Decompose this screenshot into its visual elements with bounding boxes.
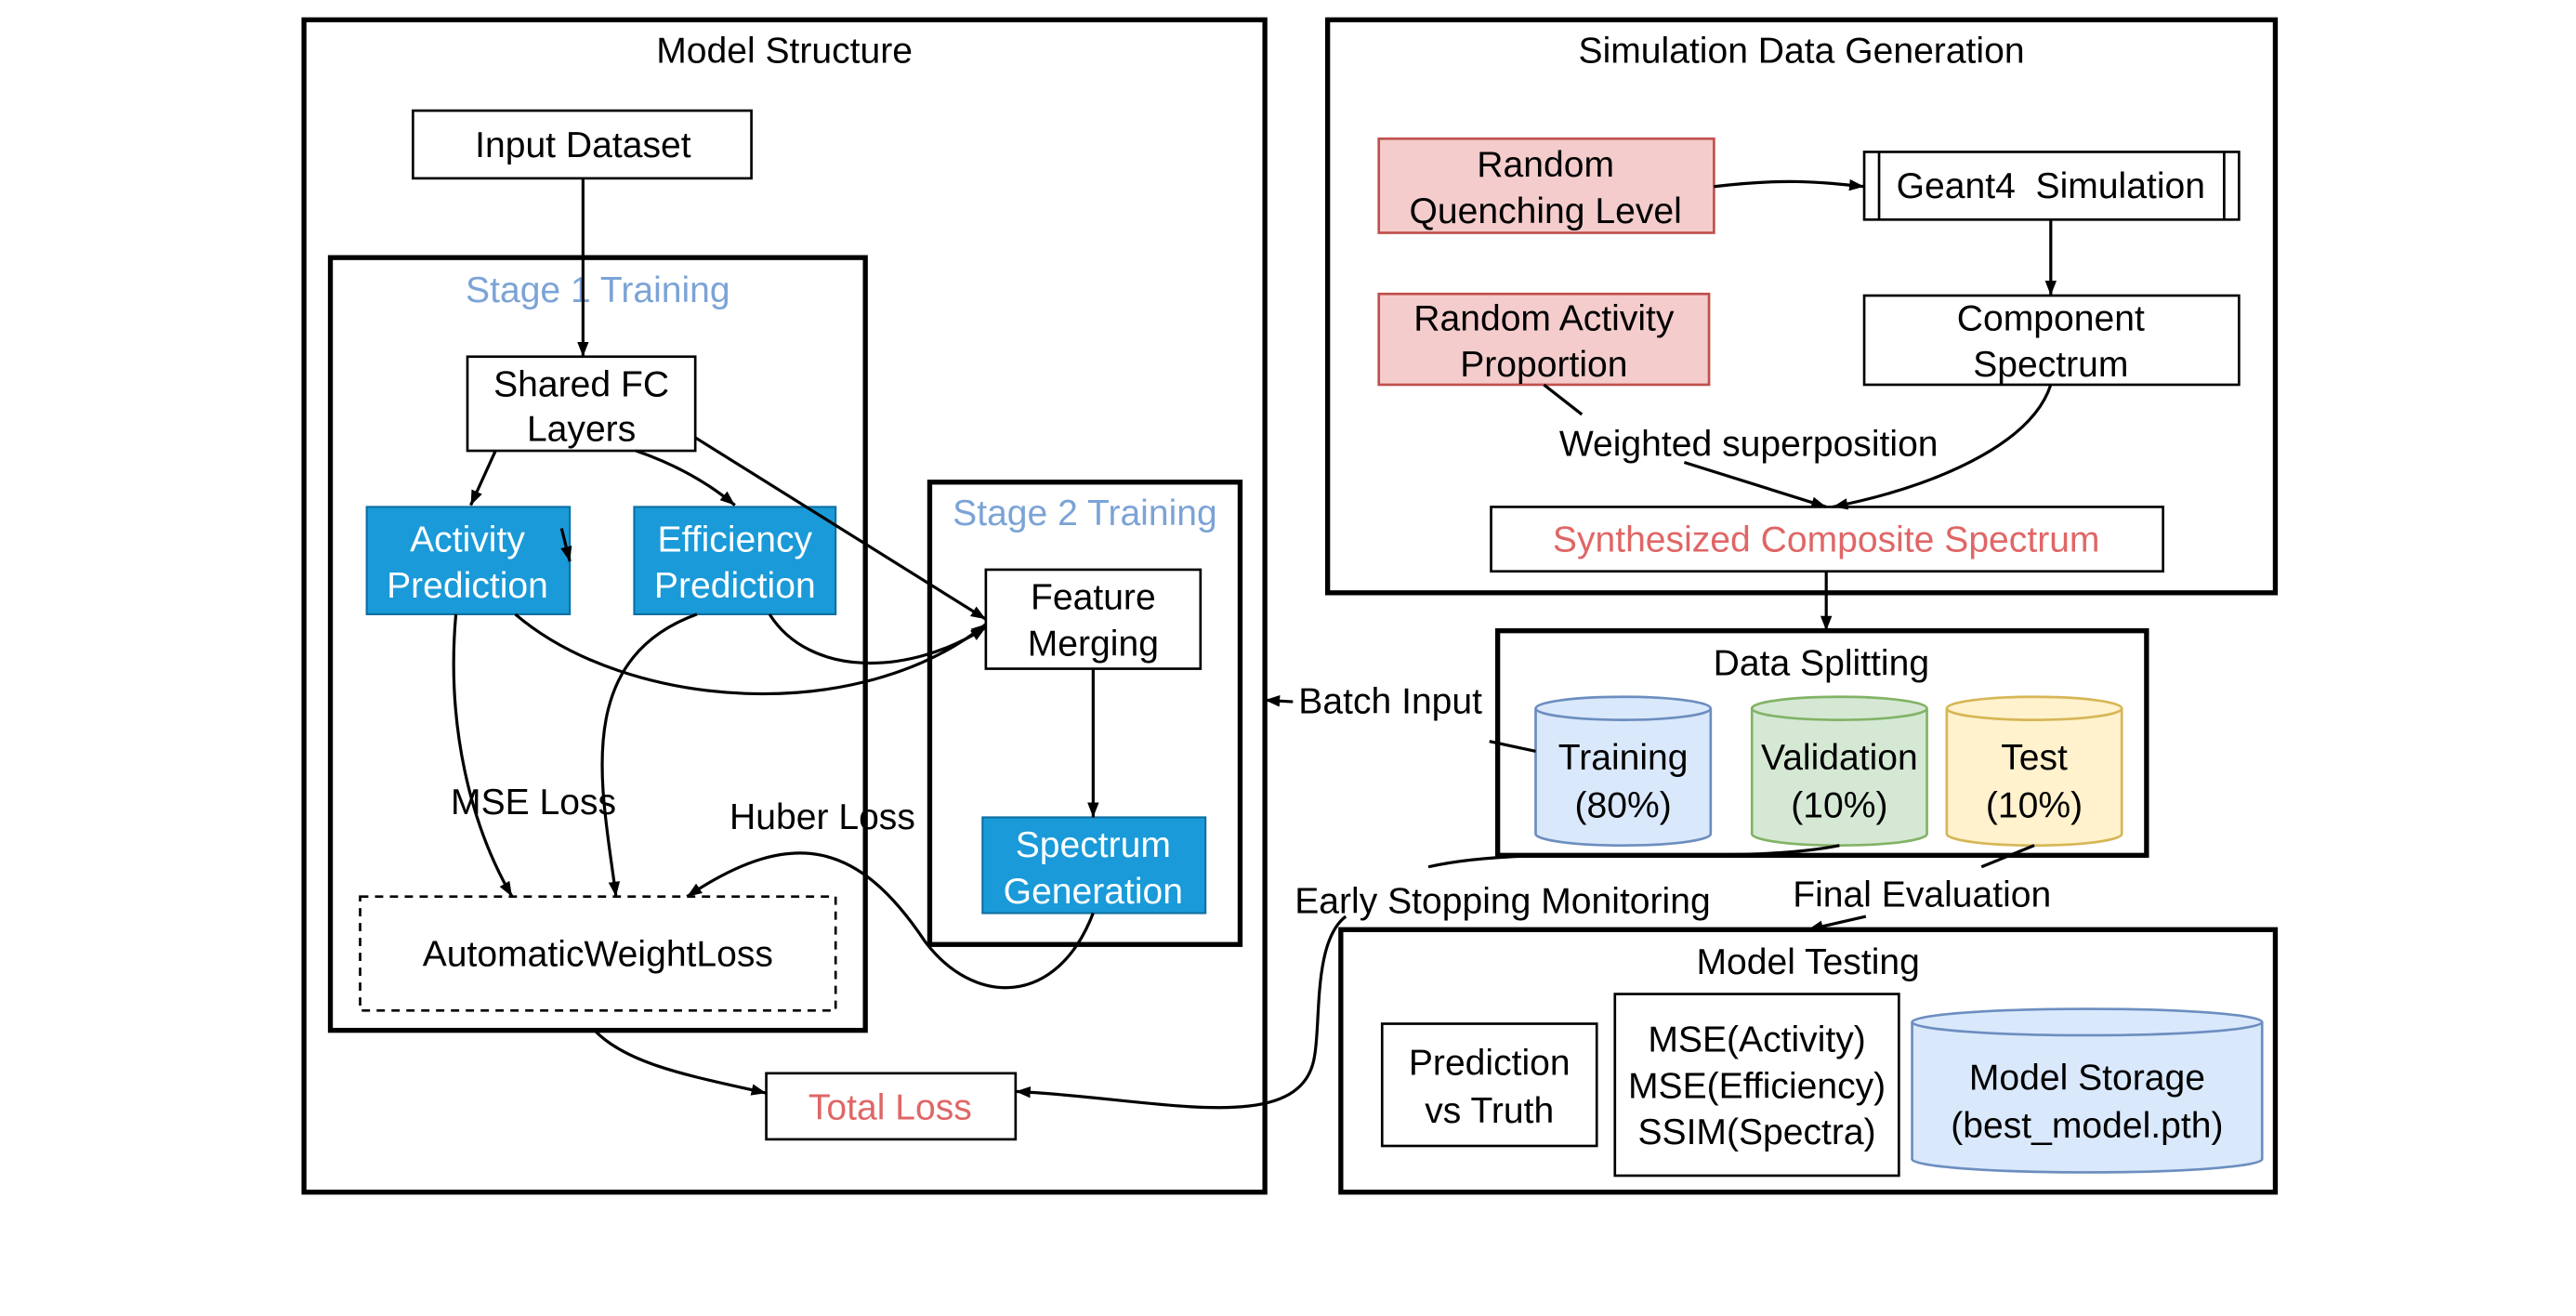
stage1-title: Stage 1 Training (466, 270, 730, 310)
early-stopping-label: Early Stopping Monitoring (1295, 881, 1710, 921)
training-label-line2: (80%) (1575, 785, 1672, 825)
edge-training-to-batch-label (1489, 740, 1536, 753)
shared-fc-label-line2: Layers (527, 409, 636, 449)
edge-efficiency-to-feature-merging (768, 613, 987, 665)
efficiency-prediction-label-line1: Efficiency (658, 520, 813, 559)
model-structure-panel (301, 17, 1268, 1195)
edge-quenching-to-geant4 (1714, 178, 1865, 191)
edge-validation-to-early-stopping-label (1427, 844, 1840, 869)
model-structure-title: Model Structure (656, 32, 913, 72)
simulation-title: Simulation Data Generation (1579, 32, 2025, 72)
edge-shared-fc-to-activity (469, 450, 497, 507)
training-label-line1: Training (1558, 738, 1689, 778)
component-spectrum-label-line2: Spectrum (1973, 345, 2128, 385)
edge-shared-fc-to-feature-merging (694, 436, 987, 621)
model-storage-label-line2: (best_model.pth) (1951, 1106, 2223, 1146)
edge-activity-proportion-start (1543, 383, 1584, 416)
random-quenching-label-line2: Quenching Level (1410, 191, 1682, 231)
edge-spectrum-to-awl-huber (686, 851, 1095, 990)
random-activity-node: Random Activity Proportion (1377, 292, 1711, 387)
total-loss-label: Total Loss (808, 1088, 972, 1128)
batch-input-label: Batch Input (1298, 682, 1482, 722)
random-quenching-node: Random Quenching Level (1377, 137, 1715, 234)
feature-merging-label-line2: Merging (1028, 624, 1159, 664)
feature-merging-node: Feature Merging (984, 568, 1203, 670)
prediction-vs-truth-node: Prediction vs Truth (1380, 1022, 1598, 1148)
edge-shared-fc-to-efficiency (635, 449, 736, 507)
random-quenching-label-line1: Random (1477, 145, 1614, 185)
edge-awl-to-total-loss (593, 1029, 767, 1096)
random-activity-label-line1: Random Activity (1413, 298, 1675, 338)
mse-loss-label: MSE Loss (451, 783, 616, 822)
data-splitting-title: Data Splitting (1714, 644, 1929, 684)
stage2-title: Stage 2 Training (953, 494, 1217, 533)
feature-merging-label-line1: Feature (1031, 578, 1156, 618)
spectrum-generation-label-line1: Spectrum (1016, 825, 1171, 865)
model-testing-title: Model Testing (1696, 942, 1919, 982)
prediction-vs-truth-label-line1: Prediction (1409, 1044, 1571, 1084)
edge-batch-input-to-model (1265, 695, 1294, 707)
edge-activity-self (559, 528, 572, 562)
validation-label-line2: (10%) (1791, 785, 1887, 825)
total-loss-node: Total Loss (765, 1072, 1018, 1141)
final-evaluation-label: Final Evaluation (1793, 875, 2051, 915)
geant4-simulation-label: Geant4 Simulation (1897, 166, 2205, 206)
activity-prediction-label-line1: Activity (410, 520, 525, 559)
edge-early-stopping-to-total-loss (1015, 915, 1347, 1110)
stage2-panel (927, 480, 1243, 947)
edge-component-to-synthesized (1832, 384, 2053, 510)
spectrum-generation-node: Spectrum Generation (981, 816, 1207, 915)
spectrum-generation-label-line2: Generation (1004, 872, 1183, 912)
synthesized-spectrum-label: Synthesized Composite Spectrum (1553, 520, 2100, 559)
input-dataset-node: Input Dataset (412, 109, 753, 180)
efficiency-prediction-node: Efficiency Prediction (633, 506, 837, 615)
activity-prediction-node: Activity Prediction (365, 506, 572, 615)
automatic-weight-loss-label: AutomaticWeightLoss (423, 934, 773, 974)
edge-activity-to-feature-merging (514, 612, 987, 696)
shared-fc-label-line1: Shared FC (493, 364, 669, 404)
activity-prediction-label-line2: Prediction (387, 566, 548, 606)
metrics-node: MSE(Activity) MSE(Efficiency) SSIM(Spect… (1613, 993, 1900, 1178)
huber-loss-label: Huber Loss (729, 797, 915, 837)
metric-mse-efficiency: MSE(Efficiency) (1628, 1066, 1886, 1106)
edge-final-eval-to-testing (1807, 915, 1867, 932)
metric-ssim-spectra: SSIM(Spectra) (1637, 1112, 1875, 1152)
component-spectrum-node: Component Spectrum (1862, 294, 2241, 387)
input-dataset-label: Input Dataset (475, 125, 691, 165)
shared-fc-node: Shared FC Layers (466, 355, 697, 453)
efficiency-prediction-label-line2: Prediction (654, 566, 816, 606)
random-activity-label-line2: Proportion (1460, 345, 1627, 385)
simulation-panel (1324, 17, 2279, 596)
prediction-vs-truth-label-line2: vs Truth (1425, 1091, 1554, 1131)
model-storage-label-line1: Model Storage (1969, 1059, 2205, 1099)
validation-cylinder: Validation (10%) (1750, 695, 1928, 847)
component-spectrum-label-line1: Component (1957, 298, 2145, 338)
validation-label-line1: Validation (1761, 738, 1918, 778)
test-label-line2: (10%) (1986, 785, 2083, 825)
edge-efficiency-to-awl (600, 612, 698, 897)
automatic-weight-loss-node: AutomaticWeightLoss (359, 895, 837, 1012)
stage1-panel (327, 255, 868, 1033)
edge-activity-proportion-to-synthesized (1683, 460, 1827, 508)
weighted-superposition-label: Weighted superposition (1559, 424, 1939, 464)
edge-test-to-final-eval-label (1980, 844, 2035, 869)
training-cylinder: Training (80%) (1534, 695, 1713, 847)
metric-mse-activity: MSE(Activity) (1648, 1020, 1865, 1060)
model-storage-cylinder: Model Storage (best_model.pth) (1911, 1007, 2264, 1174)
test-cylinder: Test (10%) (1945, 695, 2123, 847)
edge-activity-to-awl-mse (452, 613, 514, 898)
geant4-simulation-node: Geant4 Simulation (1862, 151, 2241, 221)
test-label-line1: Test (2001, 738, 2068, 778)
synthesized-spectrum-node: Synthesized Composite Spectrum (1490, 506, 2164, 573)
